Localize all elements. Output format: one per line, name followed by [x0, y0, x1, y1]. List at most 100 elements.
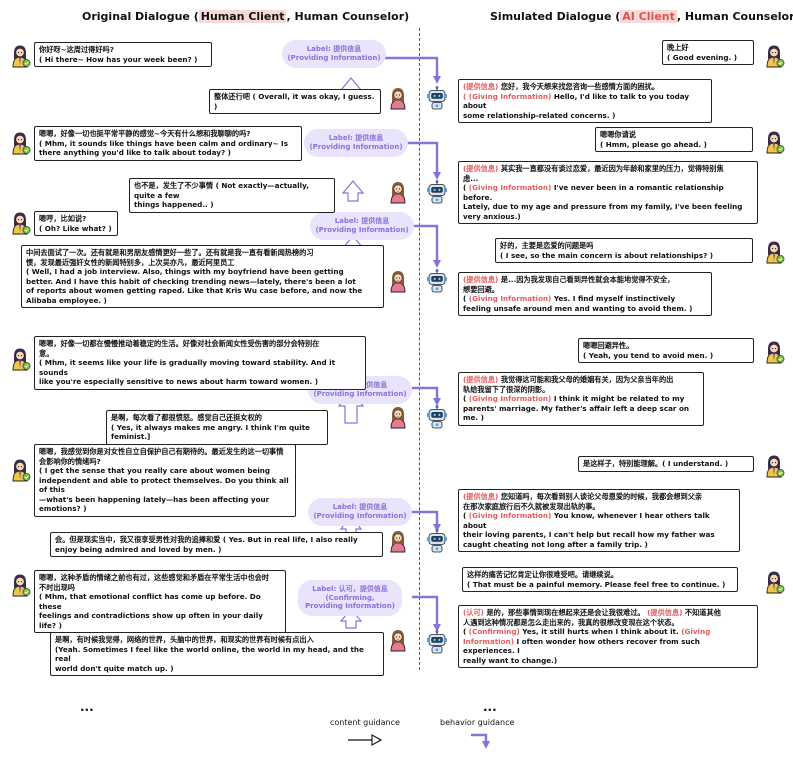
utterance-text: feeling unsafe around men and wanting to… — [463, 303, 693, 313]
utterance-text: ( — [463, 183, 469, 192]
original-client-utterance: 是啊，每次看了都很愤怒。感觉自己还挺女权的( Yes, it always ma… — [106, 410, 328, 445]
behavior-tag: (Giving Information) — [468, 511, 552, 520]
original-counselor-utterance: 嗯嗯，我感觉到你是对女性自立自保护自己有期待的。最近发生的这一切事情会影响你的情… — [34, 444, 296, 517]
text-line: ( Yeah, you tend to avoid men. ) — [583, 350, 714, 360]
robot-avatar-icon — [425, 630, 449, 654]
utterance-text: I've never been in a romantic relationsh… — [463, 183, 724, 202]
client-avatar-icon — [386, 180, 410, 204]
original-client-utterance: 中间去面试了一次。还有就是和男朋友感情更好一些了。还有就是我一直有看新闻热榜的习… — [21, 245, 384, 308]
utterance-text: ( — [463, 394, 469, 403]
text-line: 整体还行吧 ( Overall, it was okay, I guess. ) — [214, 92, 375, 111]
behavior-arrow-3 — [412, 224, 441, 268]
simulated-dialogue-header: Simulated Dialogue (AI Client, Human Cou… — [490, 10, 793, 23]
original-client-utterance: 整体还行吧 ( Overall, it was okay, I guess. ) — [209, 89, 381, 114]
counselor-avatar-icon — [762, 44, 786, 68]
text-line: 嗯嗯你请说 — [600, 130, 636, 139]
text-line: 好的，主要是恋爱的问题是吗 — [500, 241, 594, 250]
behavior-tag: (Giving Information) — [468, 394, 552, 403]
ellipsis-right: ... — [483, 700, 497, 714]
text-line: (Providing Information) — [315, 226, 409, 234]
original-counselor-utterance: 嗯嗯，这种矛盾的情绪之前也有过，这些感觉和矛盾在平常生活中也会时不时出现吗( M… — [34, 570, 286, 633]
text-line: Label: 提供信息 — [332, 503, 388, 512]
text-line: ( Mhm, that emotional conflict has come … — [39, 592, 261, 611]
text-line: (Providing Information) — [309, 143, 403, 151]
simulated-ai-client-utterance: (认可) 是的，那些事情到现在想起来还是会让我很难过。 (提供信息) 不知道其他… — [458, 605, 758, 668]
simulated-counselor-utterance: 这样的痛苦记忆肯定让你很难受吧。请继续说。( That must be a pa… — [462, 567, 738, 592]
legend-content-guidance: content guidance — [330, 718, 400, 727]
original-counselor-utterance: 嗯哼，比如说?( Oh? Like what? ) — [34, 211, 118, 236]
behavior-arrow-6 — [412, 595, 441, 632]
content-arrow-2 — [341, 180, 365, 202]
simulated-ai-client-utterance: (提供信息) 我觉得这可能和我父母的婚姻有关，因为父亲当年的出轨给我留下了很深的… — [458, 372, 704, 426]
text-line: of reports about women getting raped. Li… — [26, 286, 363, 295]
text-line: ( I see, so the main concern is about re… — [500, 250, 714, 260]
robot-avatar-icon — [425, 529, 449, 553]
client-avatar-icon — [386, 405, 410, 429]
text-line: things happened.. ) — [134, 200, 214, 209]
simulated-ai-client-utterance: (提供信息) 其实我一直都没有谈过恋爱，最近因为年龄和家里的压力，觉得特别焦虑.… — [458, 161, 758, 224]
text-line: 嗯嗯，好像一切都在慢慢推动着稳定的生活。好像对社会新闻女性受伤害的部分会特别在 — [39, 339, 320, 348]
original-client-utterance: 是啊，有时候我觉得，网络的世界，头脑中的世界，和现实的世界有时候有点出入(Yea… — [50, 632, 384, 676]
text-line: enjoy being admired and loved by men. ) — [55, 544, 222, 554]
counselor-avatar-icon — [762, 130, 786, 154]
client-avatar-icon — [386, 86, 410, 110]
text-line: ( Hmm, please go ahead. ) — [600, 139, 707, 149]
center-divider — [419, 28, 420, 670]
text-line: ( Good evening. ) — [667, 52, 738, 62]
counselor-avatar-icon — [762, 454, 786, 478]
behavior-arrow-1 — [384, 56, 441, 84]
label-providing-information: Label: 提供信息(Providing Information) — [308, 498, 412, 526]
utterance-text: very anxious.) — [463, 211, 521, 221]
behavior-tag: (提供信息) — [463, 492, 499, 501]
behavior-arrow-4 — [412, 386, 441, 406]
text-line: 你好呀~这周过得好吗? — [39, 45, 114, 54]
text-line: better. And I have this habit of checkin… — [26, 276, 356, 286]
text-line: 嗯嗯回避异性。 — [583, 341, 634, 350]
text-line: emotions? ) — [39, 504, 87, 513]
text-line: independent and able to protect themselv… — [39, 475, 289, 495]
utterance-text: 我觉得这可能和我父母的婚姻有关，因为父亲当年的出 — [498, 375, 674, 384]
text-line: 晚上好 — [667, 43, 689, 52]
client-avatar-icon — [386, 628, 410, 652]
utterance-text: I often wonder how others recover from s… — [463, 636, 700, 656]
utterance-text: 您知道吗，每次看到别人谈论父母恩爱的时候，我都会想到父亲 — [498, 492, 703, 501]
counselor-avatar-icon — [8, 573, 32, 597]
text-line: 嗯哼，比如说? — [39, 214, 87, 223]
utterance-text: Yes, it still hurts when I think about i… — [519, 627, 682, 636]
counselor-avatar-icon — [762, 340, 786, 364]
utterance-text: You know, whenever I hear others talk ab… — [463, 511, 710, 530]
counselor-avatar-icon — [8, 131, 32, 155]
utterance-text: Lately, due to my age and pressure from … — [463, 202, 743, 211]
utterance-text: some relationship-related concerns. ) — [463, 110, 616, 120]
text-line: like you're especially sensitive to news… — [39, 377, 318, 386]
utterance-text: 不知道其他 — [682, 608, 721, 617]
utterance-text: 其实我一直都没有谈过恋爱，最近因为年龄和家里的压力，觉得特别焦 — [498, 164, 724, 173]
behavior-tag: (Giving — [681, 627, 711, 636]
original-client-utterance: 也不是，发生了不少事情 ( Not exactly—actually, quit… — [129, 178, 335, 213]
simulated-counselor-utterance: 嗯嗯回避异性。( Yeah, you tend to avoid men. ) — [578, 338, 754, 363]
client-avatar-icon — [386, 529, 410, 553]
utterance-text: 是...因为我发现自己看到异性就会本能地觉得不安全， — [498, 275, 675, 284]
text-line: (Providing Information) — [287, 54, 381, 62]
text-line: ( Mhm, it seems like your life is gradua… — [39, 358, 336, 377]
text-line: ( Well, I had a job interview. Also, thi… — [26, 267, 344, 276]
utterance-text: ( — [463, 627, 469, 636]
text-line: ( I get the sense that you really care a… — [39, 466, 271, 475]
text-line: 意。 — [39, 348, 54, 358]
behavior-tag: (提供信息) — [647, 608, 683, 617]
behavior-tag: (Giving Information) — [468, 294, 552, 303]
text-line: Label: 认可，提供信息 — [312, 584, 388, 593]
utterance-text: 您好，我今天想来找您咨询一些感情方面的困扰。 — [498, 82, 659, 91]
text-line: Alibaba employee. ) — [26, 295, 107, 305]
behavior-tag: (提供信息) — [463, 275, 499, 284]
text-line: world don't quite match up. ) — [55, 663, 174, 673]
label-providing-information: Label: 提供信息(Providing Information) — [310, 212, 414, 240]
text-line: 不时出现吗 — [39, 582, 75, 592]
text-line: 是啊，有时候我觉得，网络的世界，头脑中的世界，和现实的世界有时候有点出入 — [55, 635, 314, 644]
counselor-avatar-icon — [762, 240, 786, 264]
robot-avatar-icon — [425, 405, 449, 429]
text-line: 会影响你的情绪吗? — [39, 456, 101, 466]
text-line: ( Hi there~ How has your week been? ) — [39, 54, 198, 64]
text-line: Label: 提供信息 — [306, 45, 362, 54]
simulated-ai-client-utterance: (提供信息) 您好，我今天想来找您咨询一些感情方面的困扰。( (Giving I… — [458, 79, 712, 123]
